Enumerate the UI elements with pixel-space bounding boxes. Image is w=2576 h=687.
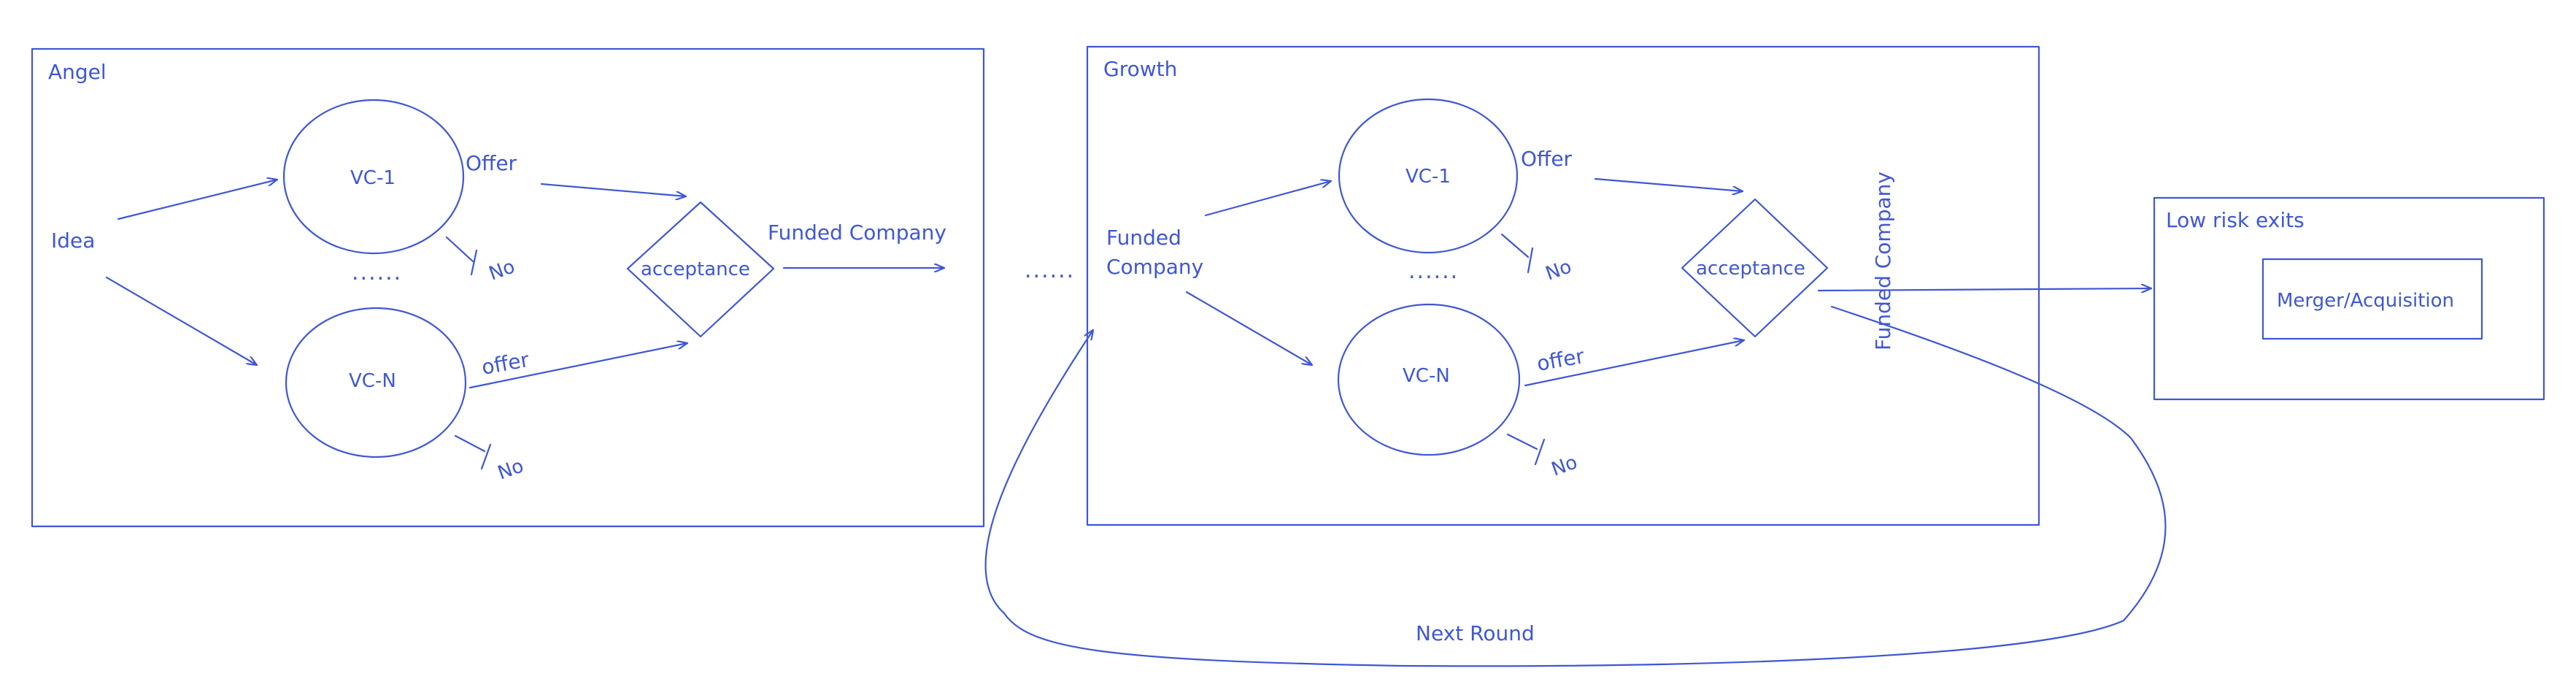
growth-vcn-node	[1337, 303, 1521, 456]
growth-vc1-node	[1338, 98, 1519, 254]
arrow-growth-to-exits	[1817, 288, 2153, 291]
growth-funded-company-line1: Funded	[1106, 226, 1181, 250]
growth-funded-company-line2: Company	[1106, 255, 1203, 279]
angel-no-bottom-mark	[454, 434, 492, 470]
growth-frame	[1086, 45, 2040, 526]
idea-label: Idea	[51, 229, 95, 253]
angel-title: Angel	[48, 60, 107, 84]
angel-vcn-label: VC-N	[349, 370, 396, 392]
arrow-idea-to-vc1	[117, 180, 279, 220]
next-round-loop-arrow	[984, 305, 2167, 667]
angel-acceptance-label: acceptance	[641, 258, 750, 280]
growth-stage: Growth Funded Company VC-1 VC-N ...... O…	[1086, 45, 2040, 526]
arrow-idea-to-vcn	[105, 276, 258, 366]
growth-vc-dots: ......	[1408, 258, 1459, 284]
growth-offer-top: Offer	[1521, 147, 1573, 171]
arrow-growth-offer-top	[1594, 177, 1744, 191]
angel-funded-company-label: Funded Company	[768, 220, 946, 245]
angel-vc1-label: VC-1	[350, 167, 396, 189]
growth-no-top-label: No	[1543, 256, 1574, 285]
arrow-angel-offer-top	[540, 183, 687, 196]
angel-no-top-mark	[445, 236, 478, 276]
angel-vcn-node	[285, 307, 467, 458]
merger-box	[2261, 258, 2483, 340]
growth-no-bottom-mark	[1506, 433, 1546, 466]
arrow-angel-offer-bottom	[468, 343, 689, 389]
growth-title: Growth	[1103, 57, 1177, 81]
angel-no-bottom-label: No	[495, 455, 526, 484]
angel-no-top-label: No	[486, 256, 517, 285]
arrow-growth-offer-bottom	[1524, 340, 1746, 387]
exits-stage: Low risk exits Merger/Acquisition	[2153, 196, 2545, 401]
growth-no-top-mark	[1500, 233, 1534, 274]
angel-acceptance-diamond	[626, 201, 775, 338]
angel-stage: Angel Idea VC-1 VC-N ...... Offer offer …	[31, 47, 985, 528]
arrow-growth-to-vc1	[1204, 181, 1333, 217]
growth-offer-bottom: offer	[1535, 344, 1586, 376]
angel-vc1-node	[282, 99, 465, 255]
growth-vc1-label: VC-1	[1405, 166, 1451, 188]
exits-title: Low risk exits	[2166, 208, 2305, 232]
growth-vcn-label: VC-N	[1403, 365, 1450, 387]
arrow-growth-to-vcn	[1185, 291, 1314, 366]
angel-offer-bottom: offer	[479, 348, 531, 380]
angel-frame	[31, 47, 985, 528]
exits-frame	[2153, 196, 2545, 401]
growth-acceptance-label: acceptance	[1696, 258, 1805, 280]
growth-acceptance-diamond	[1681, 198, 1829, 338]
angel-vc-dots: ......	[352, 260, 402, 285]
growth-no-bottom-label: No	[1549, 451, 1580, 480]
between-stage-dots: ......	[1025, 258, 1075, 283]
next-round-label: Next Round	[1416, 621, 1535, 645]
angel-offer-top: Offer	[466, 151, 517, 175]
merger-label: Merger/Acquisition	[2277, 290, 2454, 312]
